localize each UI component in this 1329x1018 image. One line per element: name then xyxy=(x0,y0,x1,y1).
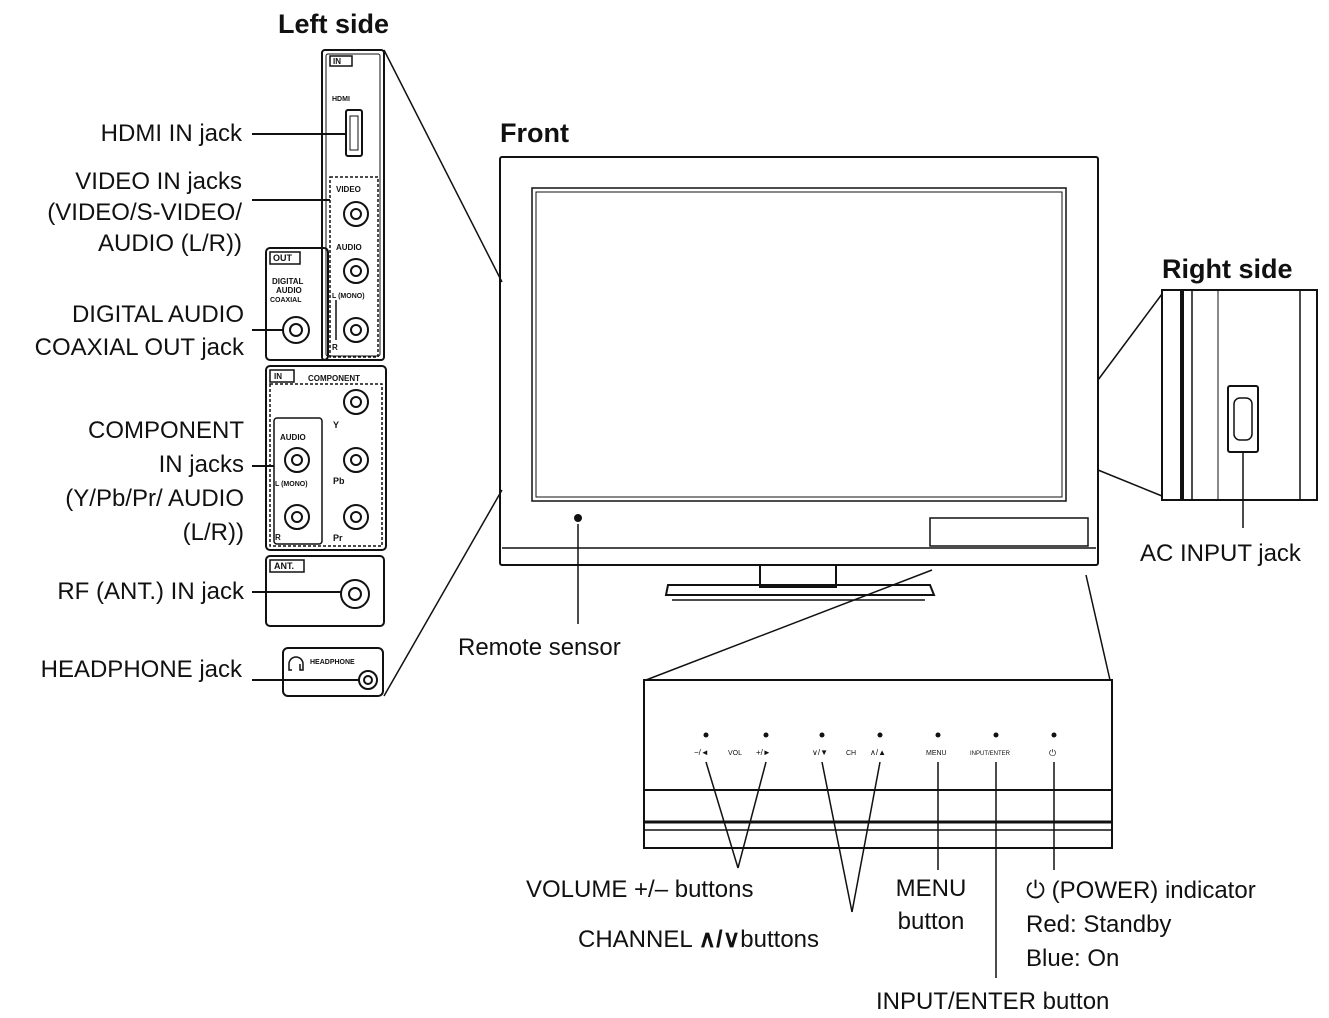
audio-r-jack-icon xyxy=(343,317,369,343)
marking-ch-up: ∧/▲ xyxy=(870,748,886,757)
component-audio-l-jack-icon xyxy=(284,447,310,473)
headphone-panel xyxy=(282,647,384,697)
video-in-label-line2: (VIDEO/S-VIDEO/ xyxy=(47,199,242,226)
power-label-line3: Blue: On xyxy=(1026,945,1120,972)
component-pr-jack-icon xyxy=(343,504,369,530)
coaxial-jack-icon xyxy=(282,316,310,344)
menu-label-line2: button xyxy=(897,908,965,935)
remote-sensor-icon xyxy=(574,514,582,522)
marking-in: IN xyxy=(333,57,341,66)
headphone-jack-icon xyxy=(358,670,378,690)
ac-input-socket-icon xyxy=(1227,385,1259,453)
ac-input-label: AC INPUT jack xyxy=(1140,540,1301,567)
marking-vol-minus: −/◄ xyxy=(694,748,709,757)
marking-out: OUT xyxy=(273,253,293,263)
ch-down-button-dot xyxy=(819,732,825,738)
marking-ch-down: ∨/▼ xyxy=(812,748,828,757)
marking-hdmi: HDMI xyxy=(332,96,350,103)
video-jack-icon xyxy=(343,201,369,227)
left-side-heading: Left side xyxy=(278,9,390,39)
left-side-panel xyxy=(321,49,385,361)
marking-coaxial: COAXIAL xyxy=(270,297,302,304)
power-indicator-dot xyxy=(1051,732,1057,738)
digital-audio-out-panel xyxy=(265,247,329,361)
component-label-line2: IN jacks xyxy=(158,451,244,478)
marking-input-enter: INPUT/ENTER xyxy=(970,751,1011,757)
volume-buttons-label: VOLUME +/– buttons xyxy=(526,876,754,903)
marking-ant: ANT. xyxy=(274,561,294,571)
power-label-line1: ⏻ (POWER) indicator xyxy=(1026,877,1256,904)
marking-component-in: IN xyxy=(274,372,282,381)
hdmi-port-icon xyxy=(345,109,363,157)
video-in-label-line1: VIDEO IN jacks xyxy=(75,168,242,195)
marking-component-r: R xyxy=(275,533,281,542)
vol-minus-button-dot xyxy=(703,732,709,738)
headphone-label: HEADPHONE jack xyxy=(40,656,242,683)
right-side-heading: Right side xyxy=(1162,254,1293,284)
hdmi-in-label: HDMI IN jack xyxy=(100,120,242,147)
component-panel xyxy=(265,365,387,551)
headphone-icon xyxy=(288,656,304,671)
marking-r: R xyxy=(332,343,338,352)
marking-headphone: HEADPHONE xyxy=(310,659,355,666)
component-label-line4: (L/R)) xyxy=(182,519,244,546)
component-y-jack-icon xyxy=(343,389,369,415)
marking-power: ⏻ xyxy=(1049,748,1056,758)
component-audio-r-jack-icon xyxy=(284,504,310,530)
marking-digital-audio: AUDIO xyxy=(276,286,302,295)
input-button-dot xyxy=(993,732,999,738)
marking-vol: VOL xyxy=(728,750,742,757)
vol-plus-button-dot xyxy=(763,732,769,738)
marking-menu: MENU xyxy=(926,750,947,757)
power-label-line2: Red: Standby xyxy=(1026,911,1172,938)
menu-button-label: MENU button xyxy=(888,872,974,938)
menu-button-dot xyxy=(935,732,941,738)
front-heading: Front xyxy=(500,118,569,148)
tv-front xyxy=(499,156,1099,601)
marking-y: Y xyxy=(333,420,339,430)
video-in-label: VIDEO IN jacks (VIDEO/S-VIDEO/ AUDIO (L/… xyxy=(47,166,242,259)
marking-component: COMPONENT xyxy=(308,374,360,383)
channel-updown-icon: ∧/∨ xyxy=(698,926,741,953)
input-enter-label: INPUT/ENTER button xyxy=(876,988,1110,1015)
marking-pb: Pb xyxy=(333,476,345,486)
digital-audio-label-line1: DIGITAL AUDIO xyxy=(71,301,244,328)
channel-buttons-label: CHANNEL ∧/∨buttons xyxy=(578,924,819,956)
marking-digital: DIGITAL xyxy=(272,277,304,286)
video-in-label-line3: AUDIO (L/R)) xyxy=(98,230,242,257)
channel-label-prefix: CHANNEL xyxy=(578,926,692,953)
marking-vol-plus: +/► xyxy=(756,748,771,757)
component-pb-jack-icon xyxy=(343,447,369,473)
right-side-panel xyxy=(1161,289,1318,528)
marking-component-audio: AUDIO xyxy=(280,433,306,442)
ch-up-button-dot xyxy=(877,732,883,738)
marking-l-mono: L (MONO) xyxy=(332,293,365,300)
marking-video: VIDEO xyxy=(336,185,361,194)
marking-component-l-mono: L (MONO) xyxy=(275,481,308,488)
rf-in-label: RF (ANT.) IN jack xyxy=(57,578,244,605)
digital-audio-label: DIGITAL AUDIO COAXIAL OUT jack xyxy=(35,298,244,364)
audio-l-jack-icon xyxy=(343,258,369,284)
power-indicator-label: ⏻ (POWER) indicator Red: Standby Blue: O… xyxy=(1026,874,1256,976)
remote-sensor-label: Remote sensor xyxy=(458,634,621,661)
menu-label-line1: MENU xyxy=(895,875,967,902)
marking-audio: AUDIO xyxy=(336,243,362,252)
rf-jack-icon xyxy=(340,579,370,609)
digital-audio-label-line2: COAXIAL OUT jack xyxy=(34,334,244,361)
marking-ch: CH xyxy=(846,750,856,757)
control-panel-zoom xyxy=(643,679,1113,849)
component-in-label: COMPONENT IN jacks (Y/Pb/Pr/ AUDIO (L/R)… xyxy=(65,414,244,550)
component-label-line1: COMPONENT xyxy=(88,417,244,444)
channel-label-suffix: buttons xyxy=(740,926,820,953)
component-label-line3: (Y/Pb/Pr/ AUDIO xyxy=(65,485,244,512)
marking-pr: Pr xyxy=(333,533,343,543)
